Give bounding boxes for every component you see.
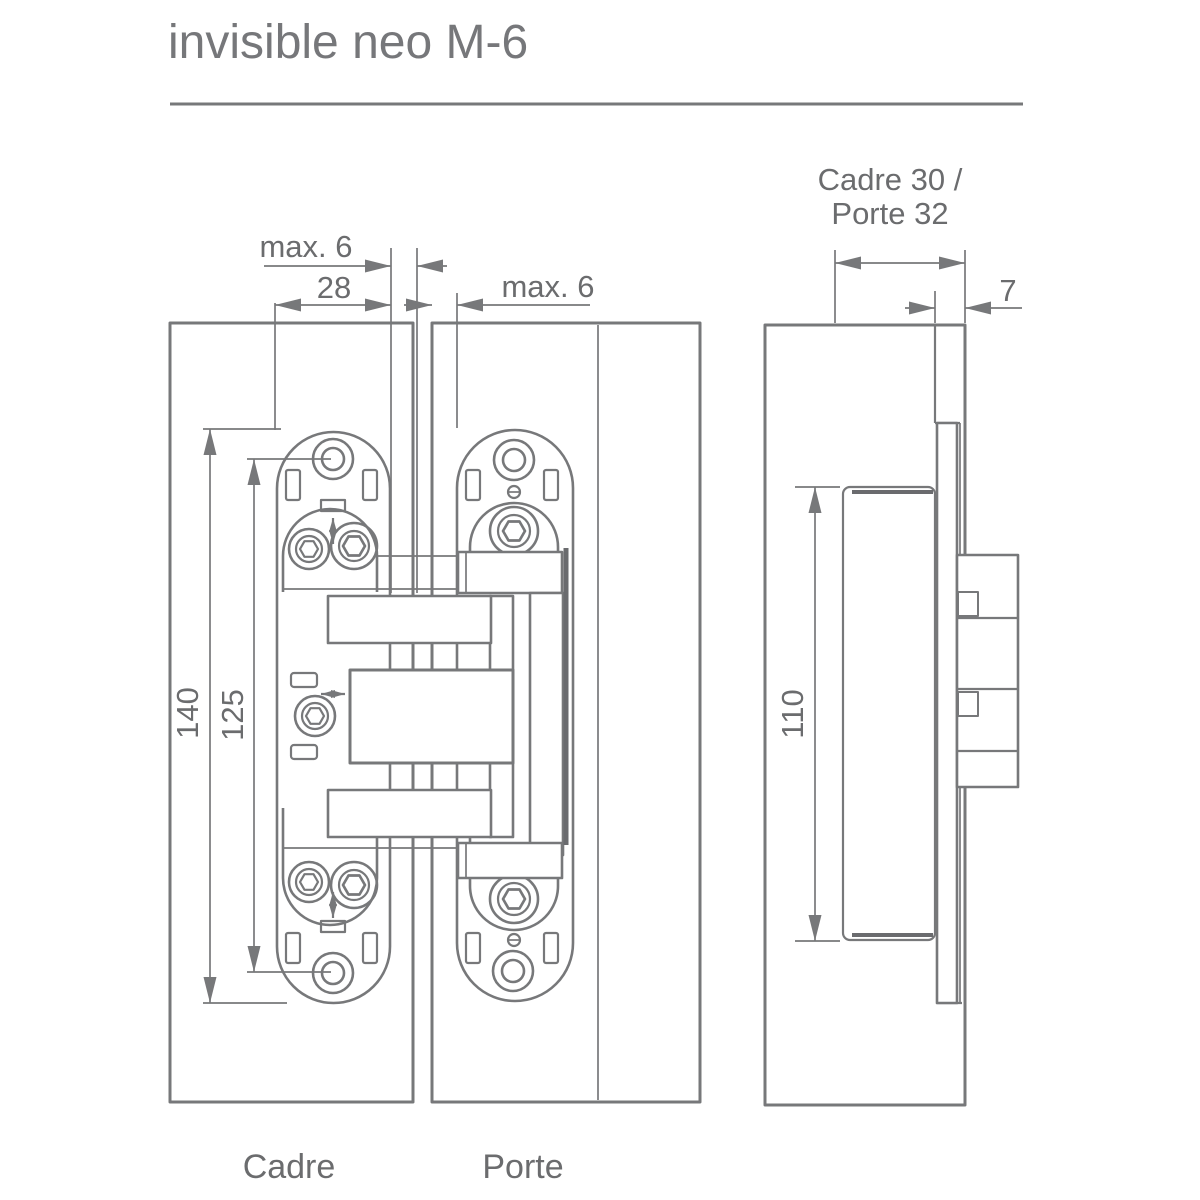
frame-top-hex-screw-b-ring: [337, 529, 371, 563]
dim-max6-left-label: max. 6: [259, 229, 352, 264]
door-top-screw-hole: [492, 438, 536, 482]
door-top-slot-right: [542, 468, 560, 502]
face-plate-outline: [935, 421, 959, 1005]
door-bottom-slot-left: [464, 931, 482, 965]
mid-slot-lower: [289, 743, 319, 761]
frame-bottom-slot-right: [361, 931, 379, 965]
front-view: max. 6 28 max. 6 140: [168, 229, 702, 1186]
mid-hex-screw-ring: [300, 701, 330, 731]
door-bottom-slot-right: [542, 931, 560, 965]
dim-28-label: 28: [317, 270, 351, 305]
door-bottom-screw-hole-inner: [500, 958, 526, 984]
dim-max6-right: max. 6: [404, 269, 595, 312]
dim-max6-right-label: max. 6: [501, 269, 594, 304]
dim-140: 140: [170, 428, 287, 1004]
door-top-screw-hole-inner: [501, 447, 527, 473]
frame-bottom-hex-screw-b: [329, 860, 379, 910]
frame-bottom-adjuster-tab: [319, 919, 347, 934]
frame-top-hex-screw-b: [329, 521, 379, 571]
frame-bottom-hex-screw-a: [287, 860, 331, 904]
dim-110: 110: [775, 486, 840, 942]
frame-top-cartridge: [281, 507, 379, 592]
side-dimensions: Cadre 30 / Porte 32 7 110: [775, 162, 1022, 942]
frame-top-slot-right: [361, 468, 379, 502]
door-label: Porte: [482, 1148, 563, 1186]
mid-slot-upper: [289, 671, 319, 689]
dim-7-label: 7: [999, 273, 1016, 308]
hinge-pocket: [841, 485, 937, 942]
dim-depth-label-1: Cadre 30 /: [818, 162, 963, 197]
dim-125: 125: [215, 458, 331, 973]
frame-bottom-slot-left: [284, 931, 302, 965]
upper-arm-block: [326, 594, 493, 645]
hinge-block-body: [955, 553, 1020, 789]
frame-bottom-screw-hole: [311, 951, 355, 995]
door-bottom-hex-screw-ring: [496, 881, 532, 917]
frame-top-hex-screw-a: [287, 527, 331, 571]
hinge-body: [283, 548, 569, 880]
front-dimensions: max. 6 28 max. 6 140: [170, 229, 595, 1004]
dim-110-label: 110: [775, 689, 810, 738]
central-body-box: [348, 668, 515, 765]
hinge-blocks: [955, 553, 1020, 789]
door-bottom-screw-hole: [491, 949, 535, 993]
door-top-cartridge: [468, 501, 560, 590]
dim-140-label: 140: [170, 687, 205, 739]
dim-7: 7: [905, 273, 1022, 323]
dim-max6-left: max. 6: [259, 229, 447, 273]
door-top-hex-screw-ring: [496, 513, 532, 549]
link-column-b: [528, 591, 565, 857]
mid-hex-screw: [293, 694, 337, 738]
door-top-slot-left: [464, 468, 482, 502]
dim-depth-label-2: Porte 32: [831, 196, 948, 231]
dim-125-label: 125: [215, 689, 250, 741]
frame-label: Cadre: [243, 1148, 336, 1186]
side-view: Cadre 30 / Porte 32 7 110: [763, 162, 1022, 1107]
pocket-outline: [841, 485, 937, 942]
hinge-block-notch-2: [957, 691, 979, 717]
hinge-block-notch-1: [957, 591, 979, 617]
lower-arm-block: [326, 788, 493, 839]
upper-door-bracket: [456, 550, 564, 595]
frame-top-hex-screw-a-ring: [294, 534, 324, 564]
frame-bottom-screw-hole-inner: [320, 960, 346, 986]
door-bottom-cartridge: [468, 812, 560, 932]
frame-bottom-hex-screw-b-ring: [337, 868, 371, 902]
frame-bottom-hex-screw-a-ring: [294, 867, 324, 897]
frame-top-adjuster-tab: [319, 498, 347, 513]
dim-28: 28: [275, 270, 391, 312]
frame-top-slot-left: [284, 468, 302, 502]
lower-door-bracket: [456, 841, 564, 880]
page-title: invisible neo M-6: [168, 16, 528, 69]
